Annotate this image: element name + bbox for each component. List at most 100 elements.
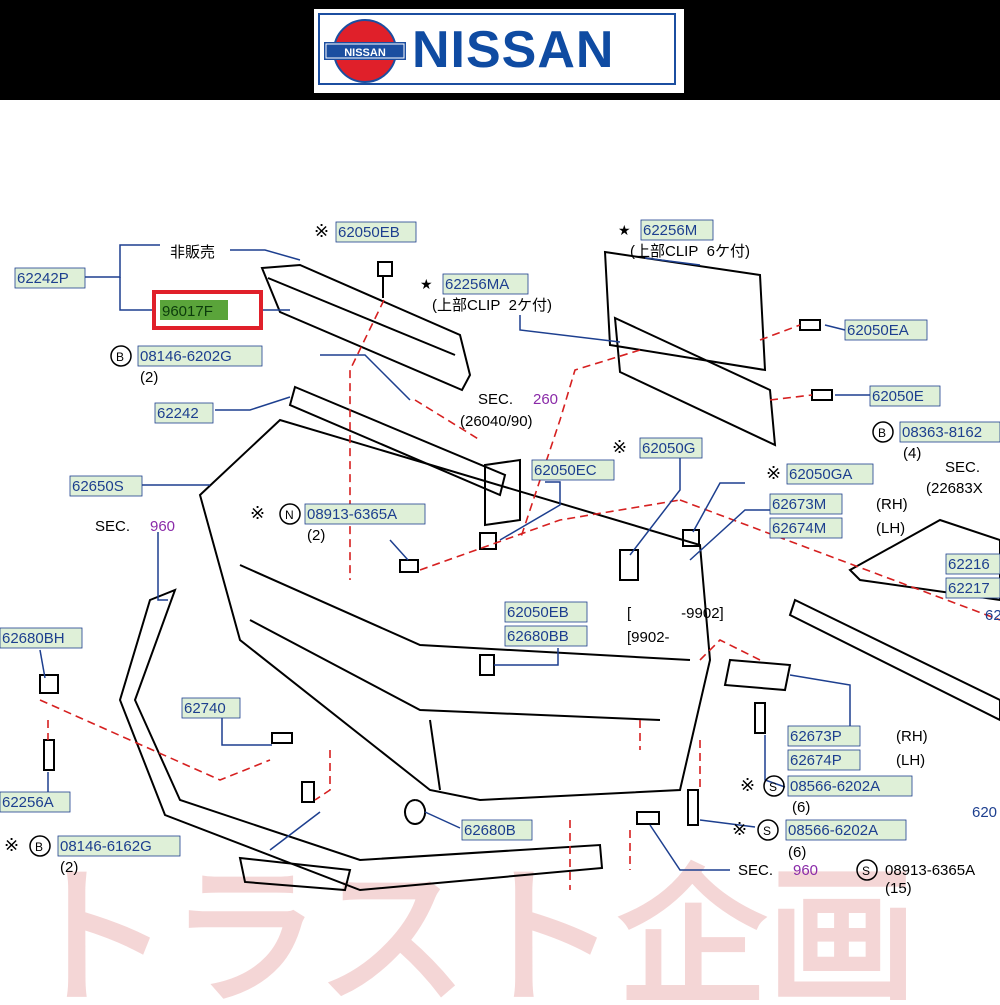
box-62673P	[787, 725, 861, 747]
box-62217	[945, 577, 1000, 599]
guide-o	[314, 750, 331, 801]
leader-62680B	[424, 811, 461, 829]
guide-h	[39, 699, 271, 781]
box-62050G	[639, 437, 703, 459]
box-62674M	[769, 517, 843, 539]
leader-62740	[221, 717, 272, 746]
header-bar: NISSAN NISSAN	[0, 0, 1000, 100]
label-sec260-num: 260	[533, 391, 558, 408]
label-not-for-sale: 非販売	[170, 244, 215, 261]
nut-62680B-part	[404, 799, 427, 825]
label-kome-2: ※	[612, 437, 627, 457]
part-number-labels: 62242P 96017F 62050EB 62256MA 62256M 620…	[2, 222, 1000, 855]
box-62242P	[14, 267, 86, 289]
box-08913	[304, 503, 426, 525]
label-62242P: 62242P	[17, 270, 69, 287]
box-08566b	[785, 819, 907, 841]
bar-62242-part	[288, 385, 507, 497]
box-62740	[181, 697, 241, 719]
marker-b1	[110, 345, 132, 367]
part-drawings	[39, 250, 1000, 892]
leader-08566a	[764, 735, 786, 788]
box-08363	[899, 421, 1000, 443]
label-qty-6a: (6)	[792, 799, 810, 816]
label-62256A: 62256A	[2, 794, 54, 811]
clip-lip-part	[301, 781, 315, 803]
marker-n1	[279, 503, 301, 525]
clip-62050EC-part	[479, 532, 497, 550]
label-qty-15: (15)	[885, 880, 912, 897]
label-62680B: 62680B	[464, 822, 516, 839]
logo-wordmark: NISSAN	[412, 21, 615, 79]
label-62256MA: 62256MA	[445, 276, 509, 293]
box-62256M	[640, 219, 714, 241]
upper-reinforcement-part	[260, 263, 472, 392]
marker-s3	[856, 859, 878, 881]
leader-lines	[39, 244, 870, 871]
box-08566a	[787, 775, 913, 797]
label-qty-2b: (2)	[307, 527, 325, 544]
label-sec260: SEC.	[478, 391, 513, 408]
leader-62242P	[85, 244, 160, 278]
label-08566b: 08566-6202A	[788, 822, 878, 839]
circle-markers	[29, 345, 894, 881]
leader-62050G	[629, 454, 681, 556]
label-62673M: 62673M	[772, 496, 826, 513]
guide-k	[699, 639, 761, 661]
label-62673P: 62673P	[790, 728, 842, 745]
nissan-logo: NISSAN NISSAN	[314, 9, 684, 93]
lower-lip-part	[118, 588, 604, 892]
box-08146-6162G	[57, 835, 181, 857]
label-08913: 08913-6365A	[307, 506, 397, 523]
label-62674M: 62674M	[772, 520, 826, 537]
bumper-contour-line-3	[429, 719, 441, 791]
box-62680BB	[504, 625, 588, 647]
label-star-1: ★	[420, 276, 433, 292]
clip-62050G-part	[619, 549, 639, 581]
reinforcement-edge	[267, 277, 456, 356]
label-lh2: (LH)	[896, 752, 925, 769]
leader-62050EA	[824, 324, 846, 331]
label-qty-2c: (2)	[60, 859, 78, 876]
leader-62680BB	[494, 648, 559, 666]
label-08566a: 08566-6202A	[790, 778, 880, 795]
leader-62680BH	[39, 649, 46, 679]
label-62050EB-top: 62050EB	[338, 224, 400, 241]
box-62050EB-top	[335, 221, 417, 243]
box-62256A	[0, 791, 71, 813]
leader-62673M	[689, 509, 770, 561]
label-rh1: (RH)	[876, 496, 908, 513]
box-62050GA	[786, 463, 874, 485]
leader-62256MA	[519, 315, 621, 343]
label-boxes	[0, 219, 1000, 857]
right-bar-part	[788, 598, 1000, 722]
guide-c	[759, 324, 801, 341]
label-62050E: 62050E	[872, 388, 924, 405]
label-kome-6: ※	[732, 819, 747, 839]
label-circ-n1: N	[285, 508, 294, 522]
label-62050GA: 62050GA	[789, 466, 852, 483]
box-08146-6202G	[137, 345, 263, 367]
leader-62256M	[644, 257, 701, 266]
watermark-text: トラスト企画	[20, 854, 917, 1000]
label-qty-6b: (6)	[788, 844, 806, 861]
screw-08566b-part	[687, 789, 699, 826]
label-08913-bottom: 08913-6365A	[885, 862, 975, 879]
label-sec960a-num: 960	[150, 518, 175, 535]
label-08363: 08363-8162	[902, 424, 982, 441]
label-62650S: 62650S	[72, 478, 124, 495]
label-clip6: (上部CLIP 6ケ付)	[630, 243, 750, 260]
label-kome-5: ※	[740, 775, 755, 795]
box-62680B	[461, 819, 533, 841]
label-qty-2a: (2)	[140, 369, 158, 386]
leader-lower-grille	[269, 811, 321, 851]
guide-g	[419, 499, 681, 571]
marker-s2	[757, 819, 779, 841]
label-620-edge: 620	[972, 804, 997, 821]
marker-s1	[763, 775, 785, 797]
label-qty-4: (4)	[903, 445, 921, 462]
lower-grille-part	[238, 856, 352, 892]
label-62256M: 62256M	[643, 222, 697, 239]
box-62050EC	[531, 459, 615, 481]
bracket-62740-part	[271, 732, 293, 744]
